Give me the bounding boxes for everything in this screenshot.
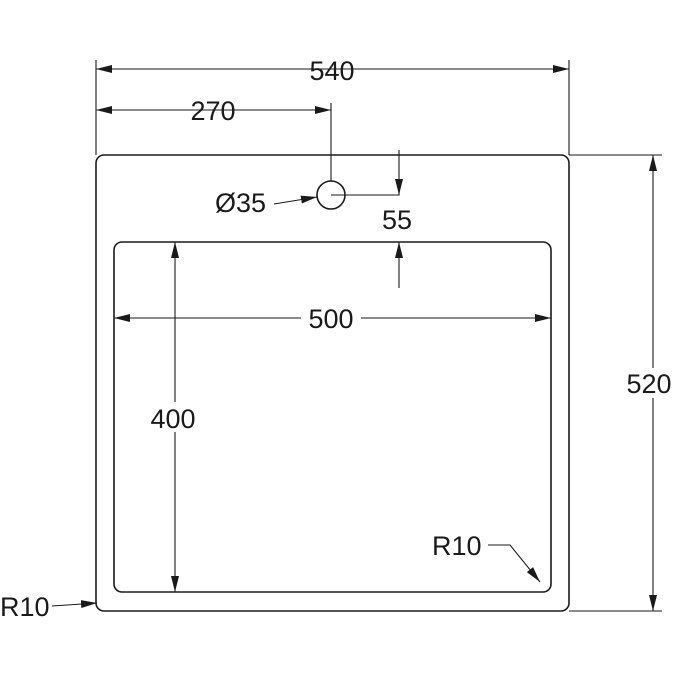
leader-outer-corner-radius (51, 600, 98, 609)
dim-label-inner-corner-radius: R10 (432, 531, 482, 561)
dim-label-basin-depth: 400 (150, 404, 195, 434)
dim-label-overall-depth: 520 (626, 369, 671, 399)
dim-label-drain-diameter: Ø35 (215, 188, 266, 218)
leader-drain-diameter (273, 195, 318, 205)
drain-center-leader (331, 180, 400, 196)
leader-inner-corner-radius (488, 544, 541, 583)
label-mask-overall-depth (625, 368, 673, 398)
label-mask-basin-depth (145, 402, 201, 432)
dim-label-basin-width: 500 (308, 304, 353, 334)
dim-label-drain-offset: 270 (190, 96, 235, 126)
outer-outline (95, 154, 570, 612)
dim-label-drain-to-basin: 55 (382, 205, 412, 235)
dim-label-outer-corner-radius: R10 (0, 592, 50, 622)
basin-outline (113, 241, 552, 593)
dim-label-overall-width: 540 (309, 56, 354, 86)
label-mask-basin-width (301, 302, 361, 330)
